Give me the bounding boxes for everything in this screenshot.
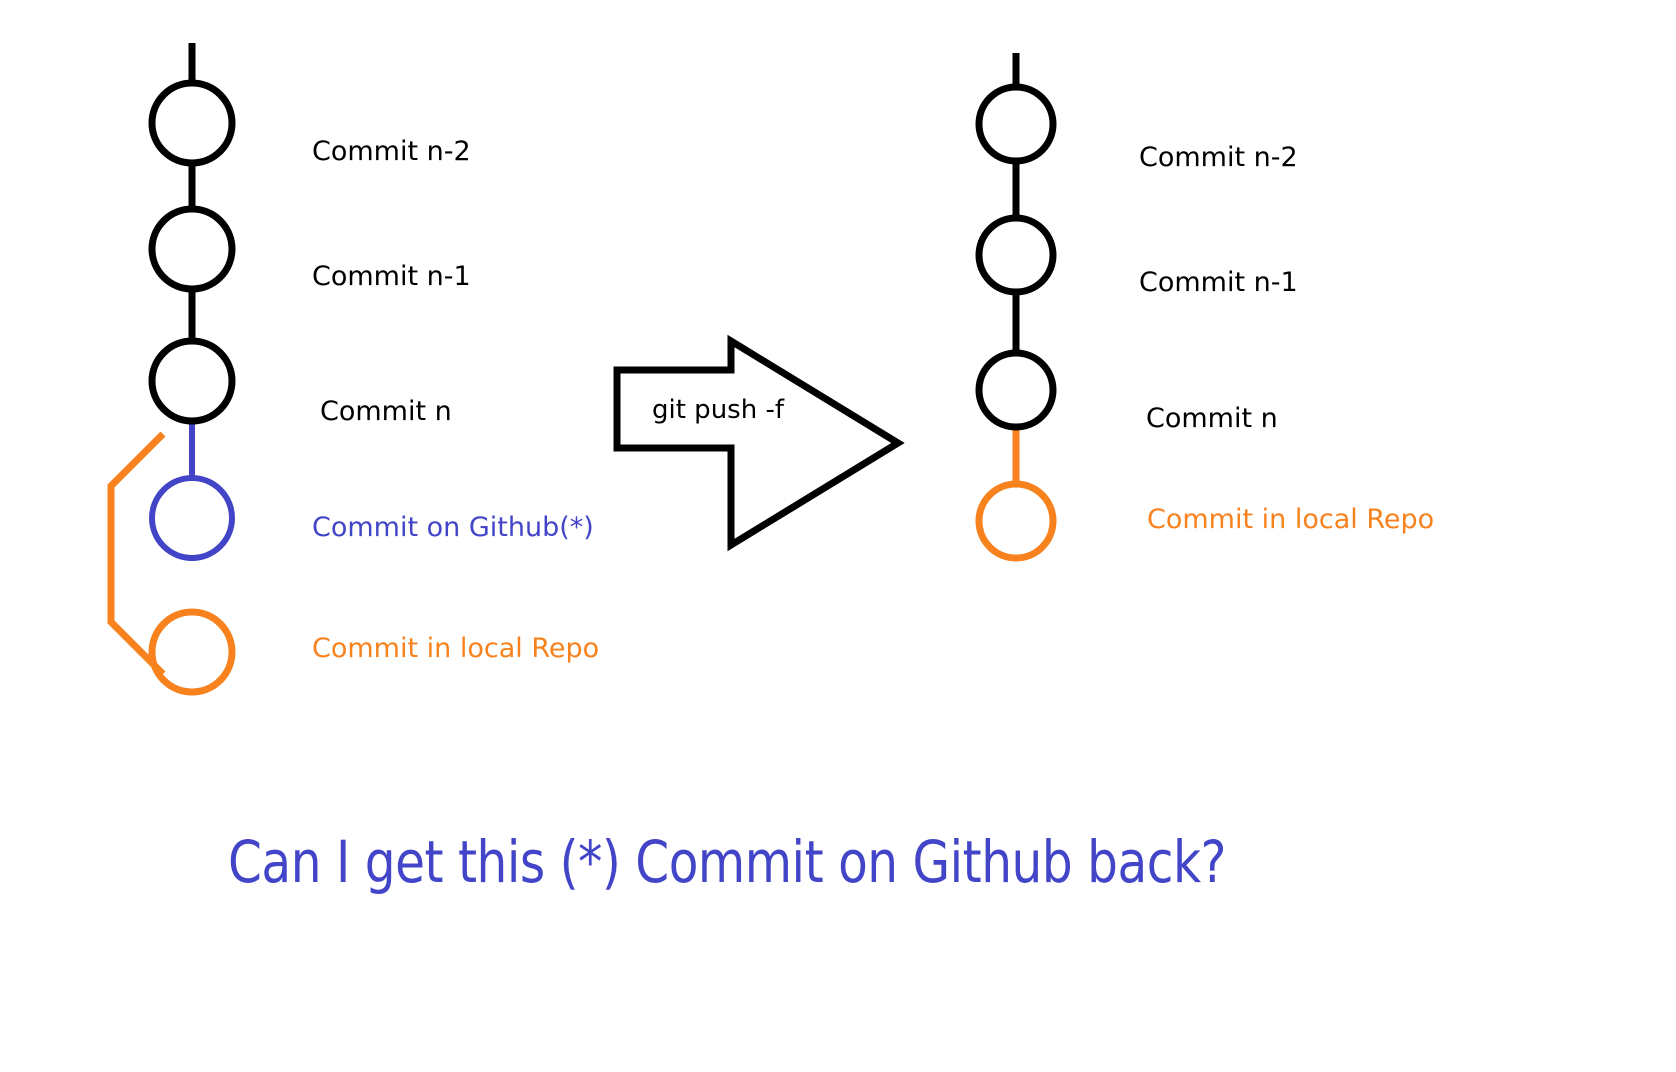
label-left-commit-n-1: Commit n-1 (312, 261, 471, 292)
node-commit-in-local-repo-right[interactable] (975, 480, 1057, 562)
question-text: Can I get this (*) Commit on Github back… (228, 828, 1226, 896)
label-left-commit-in-local-repo: Commit in local Repo (312, 633, 600, 664)
node-commit-n-2-right[interactable] (975, 83, 1057, 165)
node-commit-on-github-left[interactable] (149, 475, 235, 561)
label-left-commit-on-github: Commit on Github(*) (312, 512, 594, 543)
right-graph (975, 53, 1057, 562)
git-push-arrow[interactable] (613, 334, 905, 552)
left-graph (107, 43, 236, 696)
label-left-commit-n-2: Commit n-2 (312, 136, 471, 167)
node-commit-n-2-left[interactable] (148, 79, 236, 167)
node-commit-n-1-left[interactable] (148, 205, 236, 293)
arrow-label-git-push-f: git push -f (652, 395, 784, 425)
label-right-commit-in-local-repo: Commit in local Repo (1147, 504, 1435, 535)
node-commit-n-left[interactable] (148, 337, 236, 425)
arrow-shape[interactable] (613, 334, 905, 552)
label-right-commit-n-1: Commit n-1 (1139, 267, 1298, 298)
node-commit-in-local-repo-left[interactable] (148, 608, 236, 696)
label-left-commit-n: Commit n (320, 396, 452, 427)
label-right-commit-n-2: Commit n-2 (1139, 142, 1298, 173)
node-commit-n-1-right[interactable] (975, 214, 1057, 296)
node-commit-n-right[interactable] (975, 349, 1057, 431)
label-right-commit-n: Commit n (1146, 403, 1278, 434)
edge-n-local-branch-left (107, 431, 166, 677)
